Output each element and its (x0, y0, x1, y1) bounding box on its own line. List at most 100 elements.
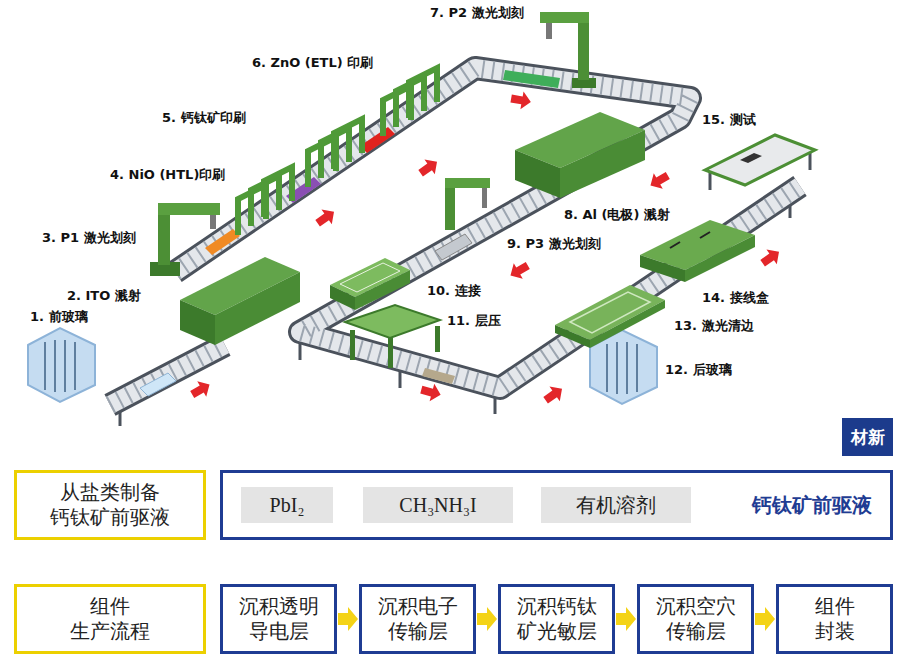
edge-clean-machine (555, 285, 665, 348)
sputter-machine (180, 300, 215, 345)
flow-direction-arrow (188, 90, 784, 408)
flow-direction-arrow (646, 168, 672, 194)
process-box: 组件 封装 (776, 584, 893, 654)
printing-gantry (238, 68, 437, 235)
panel-on-belt (140, 70, 560, 396)
glass-stack (28, 328, 657, 404)
test-platform (740, 153, 762, 163)
panel-on-belt (205, 229, 240, 255)
ingredient-box: CH₃NH₃I (363, 487, 513, 523)
laser-gantry (210, 215, 216, 229)
step-label: 11. 层压 (445, 313, 503, 329)
sputter-machine (180, 112, 645, 345)
flow-direction-arrow (188, 377, 214, 403)
edge-clean-machine (570, 292, 650, 333)
glass-stack (626, 342, 628, 394)
printing-gantry (238, 167, 292, 235)
category-box: 从盐类制备 钙钛矿前驱液 (14, 470, 206, 540)
step-label: 1. 前玻璃 (28, 309, 90, 325)
ingredient-box: 有机溶剂 (541, 487, 691, 523)
laser-gantry (482, 188, 487, 208)
glass-stack (74, 342, 76, 390)
glass-stack (64, 340, 66, 392)
step-label: 9. P3 激光划刻 (505, 236, 603, 252)
box-text: 从盐类制备 钙钛矿前驱液 (48, 480, 172, 530)
glass-stack (54, 340, 56, 392)
box-text: PbI₂ (270, 493, 305, 518)
step-label: 12. 后玻璃 (663, 362, 734, 378)
panel-on-belt (503, 70, 560, 88)
printing-gantry (383, 68, 437, 136)
conveyor-belt (110, 68, 800, 405)
flow-arrow (477, 607, 497, 631)
box-text: 组件 生产流程 (69, 594, 151, 644)
belt-leg (494, 398, 497, 414)
step-label: 14. 接线盒 (700, 290, 771, 306)
laser-gantry (540, 12, 589, 23)
box-text: 沉积透明 导电层 (238, 594, 320, 644)
laminator (388, 338, 393, 368)
step-label: 8. Al (电极) 溅射 (562, 207, 672, 223)
step-label: 13. 激光清边 (672, 318, 756, 334)
conveyor-belt (110, 68, 800, 405)
panel-on-belt (360, 127, 395, 153)
panel-on-belt (422, 368, 455, 384)
ingredient-box: PbI₂ (241, 487, 333, 523)
step-label: 2. ITO 溅射 (65, 288, 143, 304)
step-label: 15. 测试 (700, 112, 758, 128)
glass-stack (44, 342, 46, 390)
junction-box-machine (670, 232, 710, 248)
connect-machine (330, 258, 410, 310)
laser-gantry (445, 178, 490, 188)
process-box: 沉积透明 导电层 (220, 584, 337, 654)
process-box: 沉积电子 传输层 (359, 584, 476, 654)
edge-clean-machine (590, 300, 665, 348)
connect-machine (340, 263, 400, 292)
glass-stack (606, 344, 608, 392)
test-platform (705, 135, 815, 185)
box-text: 沉积电子 传输层 (377, 594, 459, 644)
panel-on-belt (435, 234, 472, 260)
process-box: 沉积空穴 传输层 (637, 584, 754, 654)
category-box: 组件 生产流程 (14, 584, 206, 654)
box-text: 沉积空穴 传输层 (655, 594, 737, 644)
box-text: 钙钛矿前驱液 (752, 493, 872, 518)
step-label: 6. ZnO (ETL) 印刷 (250, 55, 375, 71)
box-text: 有机溶剂 (576, 493, 656, 518)
conveyor-belt (110, 68, 800, 405)
junction-box-machine (640, 220, 755, 282)
glass-stack (28, 328, 95, 402)
laminator (350, 330, 355, 360)
junction-box-machine (685, 235, 755, 282)
junction-box-machine (640, 255, 685, 282)
flow-direction-arrow (415, 154, 442, 180)
precursor-panel: 钙钛矿前驱液 PbI₂ CH₃NH₃I 有机溶剂 (220, 470, 893, 540)
printing-gantry (264, 167, 292, 217)
step-label: 4. NiO (HTL)印刷 (108, 167, 227, 183)
glass-stack (636, 344, 638, 392)
connect-machine (355, 270, 410, 310)
step-label: 3. P1 激光划刻 (40, 230, 138, 246)
flow-direction-arrow (312, 204, 339, 230)
flow-direction-arrow (419, 381, 443, 404)
flow-arrow (755, 607, 775, 631)
laminator (345, 305, 440, 368)
edge-clean-machine (555, 325, 590, 348)
logo-watermark: 材新 (842, 418, 893, 456)
flow-direction-arrow (757, 244, 784, 270)
sputter-machine (560, 130, 645, 198)
process-box: 沉积钙钛 矿光敏层 (498, 584, 615, 654)
printing-gantry (334, 119, 362, 169)
laser-gantry (546, 23, 552, 39)
laser-gantry (158, 203, 220, 215)
flow-direction-arrow (506, 258, 532, 284)
glass-stack (45, 340, 75, 392)
conveyor-belt (110, 68, 800, 405)
flow-arrow (338, 607, 358, 631)
box-text: 组件 封装 (794, 594, 876, 644)
box-text: 沉积钙钛 矿光敏层 (516, 594, 598, 644)
